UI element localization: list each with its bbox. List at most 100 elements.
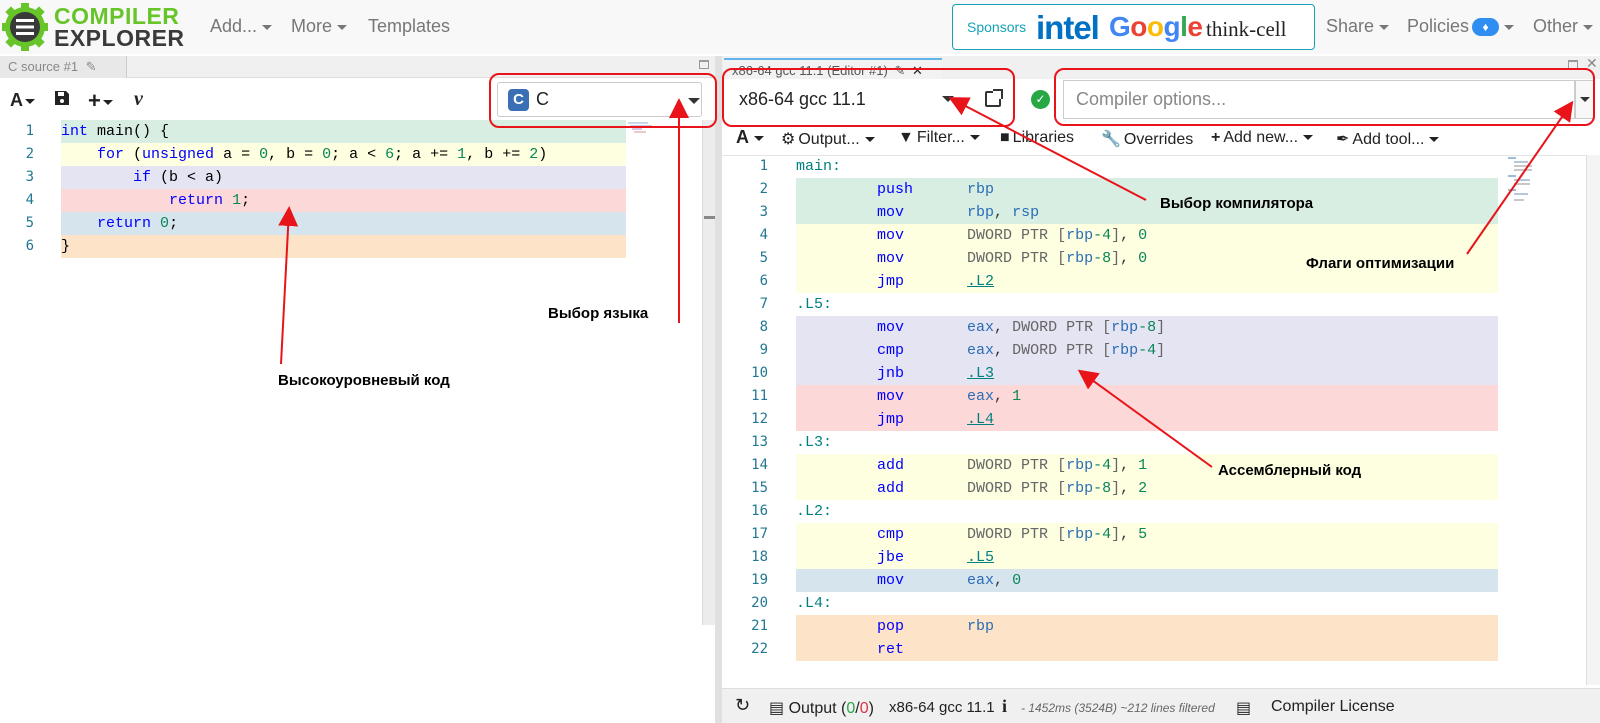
sponsor-thinkcell-logo[interactable]: think-cell [1206, 17, 1287, 41]
line-number: 5 [25, 215, 34, 231]
bar-chart-icon[interactable]: ▤ [1236, 700, 1252, 717]
asm-line-number: 14 [751, 457, 768, 473]
add-button[interactable]: + [88, 88, 113, 114]
font-size-button[interactable]: A [736, 127, 764, 148]
compiler-select[interactable]: x86-64 gcc 11.1 [727, 82, 967, 117]
asm-label-line[interactable]: .L2: [796, 503, 833, 520]
asm-label-line[interactable]: .L4: [796, 595, 833, 612]
source-scrollbar[interactable] [702, 120, 715, 625]
vim-mode-icon[interactable]: v [134, 88, 143, 110]
asm-line-number: 8 [759, 319, 768, 335]
asm-label-line[interactable]: .L3: [796, 434, 833, 451]
asm-instruction-line[interactable]: push rbp [796, 178, 1498, 201]
asm-instruction-line[interactable]: mov eax, 0 [796, 569, 1498, 592]
pencil-icon[interactable]: ✎ [894, 63, 906, 78]
nav-more-dropdown[interactable]: More [291, 16, 348, 37]
asm-line-number: 3 [759, 204, 768, 220]
output-button[interactable]: ▤ Output (0/0) [769, 698, 874, 718]
filter-dropdown[interactable]: ▼Filter... [898, 129, 980, 147]
asm-instruction-line[interactable]: mov DWORD PTR [rbp-4], 0 [796, 224, 1498, 247]
tool-icon: ✒ [1336, 131, 1350, 148]
compiler-license-link[interactable]: Compiler License [1271, 698, 1395, 715]
pencil-icon[interactable]: ✎ [85, 59, 97, 74]
filter-icon: ▼ [898, 129, 914, 146]
nav-other-label: Other [1533, 16, 1579, 36]
add-tool-dropdown[interactable]: ✒Add tool... [1336, 129, 1440, 149]
overrides-button[interactable]: 🔧Overrides [1101, 129, 1193, 149]
asm-instruction-line[interactable]: mov DWORD PTR [rbp-8], 0 [796, 247, 1498, 270]
wrench-icon: 🔧 [1101, 131, 1121, 148]
asm-line-number: 11 [751, 388, 768, 404]
asm-instruction-line[interactable]: jbe .L5 [796, 546, 1498, 569]
terminal-icon: ▤ [769, 700, 785, 717]
nav-templates-label: Templates [368, 16, 451, 36]
asm-instruction-line[interactable]: mov rbp, rsp [796, 201, 1498, 224]
save-button[interactable] [54, 90, 70, 111]
output-ok-count: 0 [846, 700, 856, 717]
asm-label-line[interactable]: main: [796, 158, 842, 175]
chevron-down-icon [1580, 97, 1590, 102]
asm-line-number: 19 [751, 572, 768, 588]
top-navbar: COMPILER EXPLORER Add... More Templates … [0, 0, 1600, 54]
chevron-down-icon [754, 135, 764, 141]
source-code-line[interactable]: int main() { [61, 120, 626, 143]
sponsors-box[interactable]: Sponsors intel Google think-cell [952, 4, 1315, 50]
source-code-line[interactable]: if (b < a) [61, 166, 626, 189]
status-compiler-name: x86-64 gcc 11.1 [889, 699, 995, 716]
nav-share-dropdown[interactable]: Share [1326, 16, 1390, 37]
highlight-compiler-select [722, 68, 1015, 127]
add-new-dropdown[interactable]: +Add new... [1211, 129, 1314, 147]
asm-line-number: 20 [751, 595, 768, 611]
logo-line2: EXPLORER [54, 25, 185, 51]
output-sep: / [855, 700, 860, 717]
asm-instruction-line[interactable]: ret [796, 638, 1498, 661]
sponsor-intel-logo[interactable]: intel [1036, 9, 1100, 46]
source-code-line[interactable]: } [61, 235, 626, 258]
source-tab[interactable]: C source #1 ✎ [0, 56, 127, 78]
libraries-button[interactable]: ■Libraries [1000, 129, 1074, 147]
source-code-line[interactable]: return 0; [61, 212, 626, 235]
line-number: 6 [25, 238, 34, 254]
asm-instruction-line[interactable]: cmp eax, DWORD PTR [rbp-4] [796, 339, 1498, 362]
font-size-button[interactable]: A [10, 90, 35, 111]
asm-instruction-line[interactable]: pop rbp [796, 615, 1498, 638]
asm-instruction-line[interactable]: add DWORD PTR [rbp-4], 1 [796, 454, 1498, 477]
nav-add-dropdown[interactable]: Add... [210, 16, 273, 37]
source-code-line[interactable]: return 1; [61, 189, 626, 212]
nav-templates-link[interactable]: Templates [368, 16, 450, 37]
refresh-icon[interactable]: ↻ [735, 695, 751, 715]
assembly-minimap[interactable] [1508, 157, 1532, 205]
output-dropdown[interactable]: ⚙Output... [781, 129, 875, 149]
asm-instruction-line[interactable]: cmp DWORD PTR [rbp-4], 5 [796, 523, 1498, 546]
info-icon[interactable]: i [1002, 696, 1008, 716]
asm-instruction-line[interactable]: jnb .L3 [796, 362, 1498, 385]
chevron-down-icon [337, 24, 348, 30]
bell-icon: ♦ [1472, 18, 1500, 37]
asm-instruction-line[interactable]: jmp .L2 [796, 270, 1498, 293]
nav-policies-dropdown[interactable]: Policies♦ [1407, 16, 1515, 37]
nav-other-dropdown[interactable]: Other [1533, 16, 1594, 37]
asm-instruction-line[interactable]: mov eax, 1 [796, 385, 1498, 408]
source-code-line[interactable]: for (unsigned a = 0, b = 0; a < 6; a += … [61, 143, 626, 166]
asm-instruction-line[interactable]: jmp .L4 [796, 408, 1498, 431]
output-err-count: 0 [859, 700, 869, 717]
line-number: 1 [25, 123, 34, 139]
maximize-icon[interactable] [699, 60, 709, 69]
chevron-down-icon [942, 96, 954, 102]
close-pane-icon[interactable]: ✕ [1586, 55, 1598, 71]
close-icon[interactable]: ✕ [912, 63, 923, 78]
chevron-down-icon [864, 137, 875, 143]
scrollbar-thumb[interactable] [704, 216, 715, 219]
asm-line-number: 1 [759, 158, 768, 174]
book-icon: ■ [1000, 129, 1010, 146]
compiler-explorer-logo[interactable]: COMPILER EXPLORER [2, 3, 185, 51]
asm-instruction-line[interactable]: mov eax, DWORD PTR [rbp-8] [796, 316, 1498, 339]
asm-instruction-line[interactable]: add DWORD PTR [rbp-8], 2 [796, 477, 1498, 500]
language-select[interactable]: C C [497, 82, 702, 117]
asm-line-number: 7 [759, 296, 768, 312]
nav-more-label: More [291, 16, 333, 36]
sponsor-google-logo[interactable]: Google [1109, 11, 1203, 42]
asm-label-line[interactable]: .L5: [796, 296, 833, 313]
pane-splitter[interactable] [715, 56, 722, 723]
assembly-scrollbar[interactable] [1586, 155, 1600, 685]
